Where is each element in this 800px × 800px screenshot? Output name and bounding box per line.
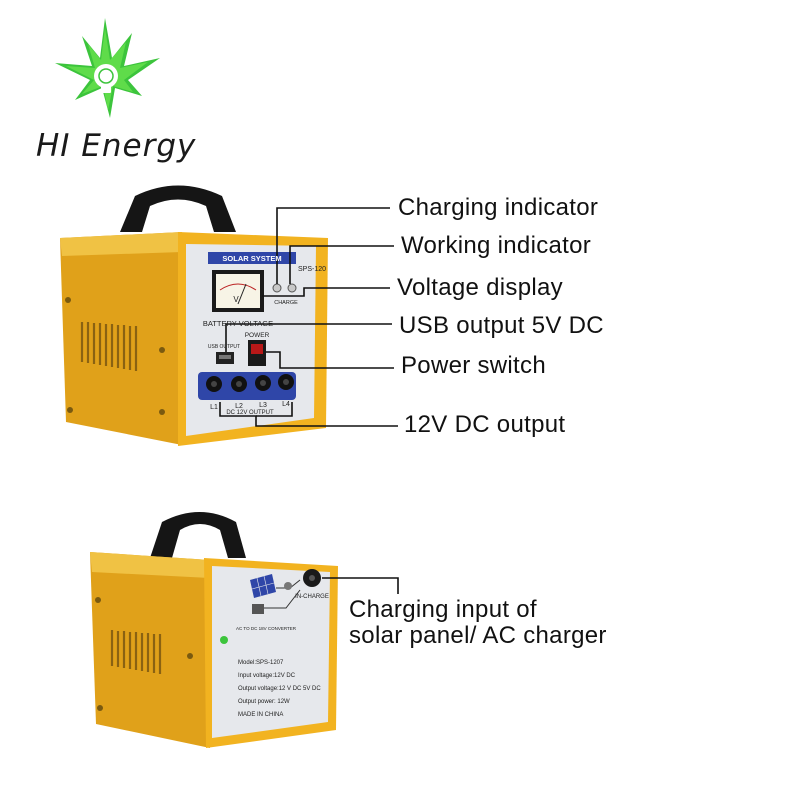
usb-label: USB OUTPUT [208,344,240,350]
output-l1: L1 [210,404,218,411]
panel-header [208,252,296,264]
outputs-caption: DC 12V OUTPUT [226,410,274,416]
housing-side [60,232,182,445]
output-l3: L3 [259,402,267,409]
spec-line-1: Model:SPS-1207 [238,660,284,666]
callout-voltage-display: Voltage display [397,274,563,301]
meter-unit: V [233,295,239,304]
output-l4: L4 [282,401,290,408]
spec-line-2: Input voltage:12V DC [238,673,296,679]
dc-output-strip [198,372,296,400]
side-vents [80,322,138,371]
callout-usb-output: USB output 5V DC [399,312,604,339]
carry-handle-back [150,512,246,558]
in-charge-label: IN-CHARGE [295,594,329,600]
callout-charging-input-line-1: Charging input of [349,596,537,623]
callout-charging-indicator: Charging indicator [398,194,599,221]
charger-icon [252,604,264,614]
brand-logo [20,18,200,178]
callout-charging-input-line-2: solar panel/ AC charger [349,622,607,649]
solar-panel-icon [250,574,276,598]
working-indicator-led [287,283,297,293]
callout-dc-output: 12V DC output [404,411,566,438]
brand-name: HI Energy [36,128,197,164]
spec-line-3: Output voltage:12 V DC 5V DC [238,686,321,692]
converter-label: AC TO DC 18V CONVERTER [236,626,297,631]
back-panel [212,566,330,738]
power-label: POWER [245,332,270,339]
spec-line-5: MADE IN CHINA [238,712,283,718]
callout-working-indicator: Working indicator [401,232,592,259]
carry-handle [120,185,236,232]
leader-lines [219,207,398,427]
charging-indicator-led [272,283,282,293]
front-unit [60,185,398,446]
meter-label: BATTERY VOLTAGE [203,319,273,328]
charge-label: CHARGE [274,300,298,306]
output-l2: L2 [235,403,243,410]
panel-title: SOLAR SYSTEM [222,254,281,263]
leaf-bulb-icon [55,18,160,118]
callout-power-switch: Power switch [401,352,546,379]
model-badge: SPS-120 [298,266,326,273]
back-unit [90,512,399,748]
spec-line-4: Output power: 12W [238,699,290,705]
voltmeter [216,274,260,308]
